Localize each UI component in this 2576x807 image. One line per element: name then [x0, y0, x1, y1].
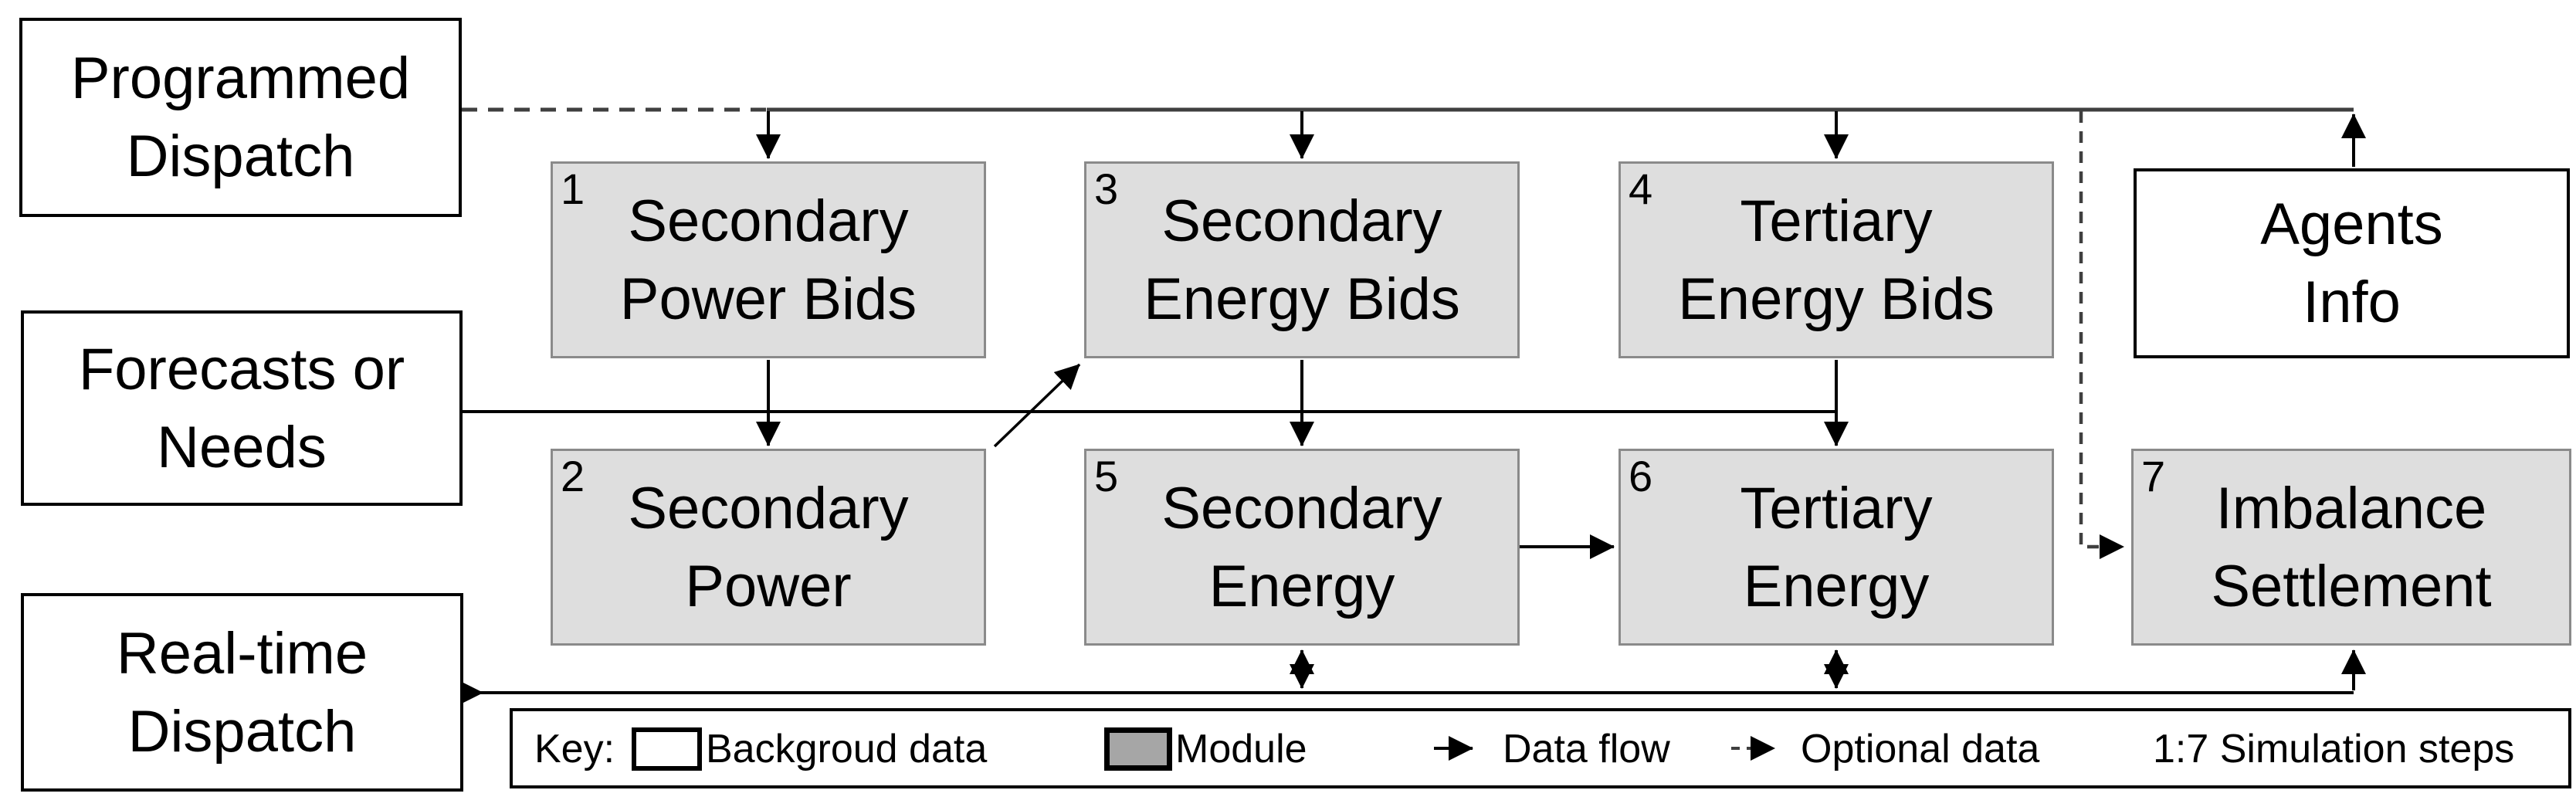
- legend-simulation-steps-label: 1:7 Simulation steps: [2153, 727, 2515, 771]
- module-6-label-line2: Energy: [1743, 553, 1930, 619]
- forecasts-needs-box: Forecasts or Needs: [21, 310, 463, 506]
- module-3-number: 3: [1094, 164, 1119, 213]
- module-5-label-line2: Energy: [1208, 553, 1395, 619]
- legend-optional-data-label: Optional data: [1801, 727, 2040, 771]
- module-1-label-line2: Power Bids: [619, 266, 917, 332]
- realtime-dispatch-label-line2: Dispatch: [127, 698, 357, 765]
- module-4-label-line2: Energy Bids: [1678, 266, 1995, 332]
- optional-data-arrow-icon: [1731, 736, 1775, 761]
- module-4-tertiary-energy-bids: 4 Tertiary Energy Bids: [1618, 161, 2054, 358]
- module-5-label-line1: Secondary: [1161, 475, 1442, 541]
- legend-box: [510, 708, 2571, 788]
- forecasts-needs-label-line1: Forecasts or: [78, 336, 405, 402]
- module-5-secondary-energy: 5 Secondary Energy: [1084, 449, 1520, 646]
- module-4-label-line1: Tertiary: [1740, 188, 1933, 254]
- module-7-imbalance-settlement: 7 Imbalance Settlement: [2131, 449, 2571, 646]
- module-7-label-line1: Imbalance: [2215, 475, 2487, 541]
- agents-info-label-line2: Info: [2303, 270, 2401, 335]
- module-5-number: 5: [1094, 452, 1119, 500]
- optional-arrow-into-module-7: [2079, 111, 2124, 559]
- data-flow-arrow-icon: [1434, 736, 1473, 761]
- background-data-swatch-icon: [632, 727, 702, 771]
- module-1-secondary-power-bids: 1 Secondary Power Bids: [551, 161, 986, 358]
- module-2-label-line2: Power: [685, 553, 852, 619]
- module-swatch-icon: [1104, 727, 1172, 771]
- legend-key-label: Key:: [534, 727, 615, 771]
- module-3-label-line2: Energy Bids: [1144, 266, 1460, 332]
- module-2-secondary-power: 2 Secondary Power: [551, 449, 986, 646]
- module-1-number: 1: [561, 164, 585, 213]
- legend-data-flow-label: Data flow: [1503, 727, 1670, 771]
- legend-background-data-label: Backgroud data: [706, 727, 988, 771]
- realtime-dispatch-label-line1: Real-time: [116, 620, 368, 687]
- module-6-label-line1: Tertiary: [1740, 475, 1933, 541]
- programmed-dispatch-label-line2: Dispatch: [126, 124, 355, 189]
- programmed-dispatch-box: Programmed Dispatch: [19, 18, 462, 217]
- module-3-secondary-energy-bids: 3 Secondary Energy Bids: [1084, 161, 1520, 358]
- arrow-module-2-to-3: [993, 363, 1081, 448]
- module-2-number: 2: [561, 452, 585, 500]
- module-7-number: 7: [2141, 452, 2166, 500]
- legend-module-label: Module: [1175, 727, 1307, 771]
- module-2-label-line1: Secondary: [628, 475, 909, 541]
- forecasts-needs-label-line2: Needs: [157, 414, 327, 480]
- module-6-number: 6: [1629, 452, 1653, 500]
- realtime-dispatch-box: Real-time Dispatch: [21, 593, 463, 792]
- module-7-label-line2: Settlement: [2211, 553, 2492, 619]
- programmed-dispatch-label-line1: Programmed: [70, 46, 411, 111]
- module-3-label-line1: Secondary: [1161, 188, 1442, 254]
- module-6-tertiary-energy: 6 Tertiary Energy: [1618, 449, 2054, 646]
- module-1-label-line1: Secondary: [628, 188, 909, 254]
- agents-info-box: Agents Info: [2134, 168, 2570, 358]
- agents-info-label-line1: Agents: [2260, 192, 2443, 257]
- module-4-number: 4: [1629, 164, 1653, 213]
